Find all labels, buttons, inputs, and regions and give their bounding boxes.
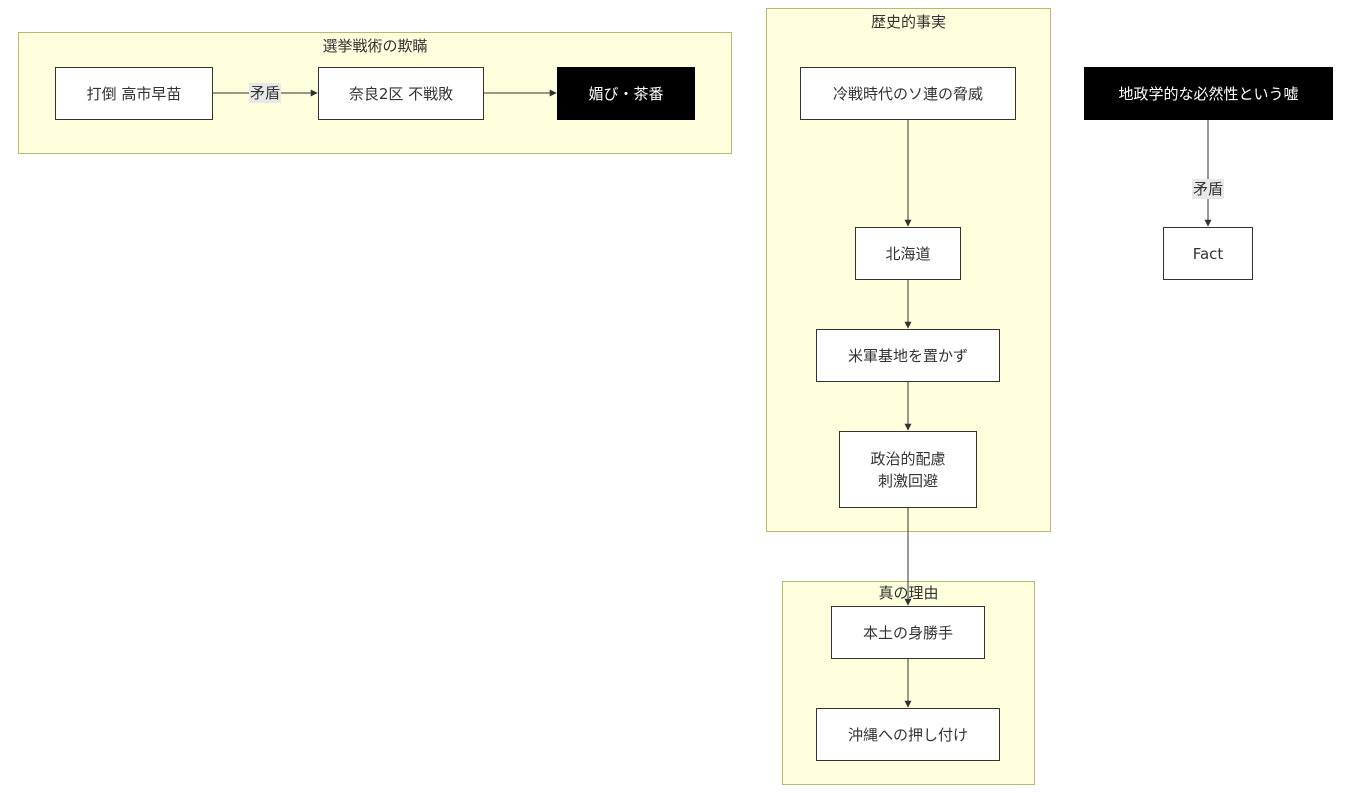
node-nara2-forfeit: 奈良2区 不戦敗 <box>318 67 484 120</box>
node-soviet-threat: 冷戦時代のソ連の脅威 <box>800 67 1016 120</box>
cluster-title-election: 選挙戦術の欺瞞 <box>322 37 428 55</box>
edge-label-contradiction-1: 矛盾 <box>249 83 282 103</box>
node-mainland-selfish: 本土の身勝手 <box>831 606 985 659</box>
node-flattery-farce: 媚び・茶番 <box>557 67 695 120</box>
node-okinawa-burden: 沖縄への押し付け <box>816 708 1000 761</box>
edge-label-contradiction-2: 矛盾 <box>1192 179 1225 199</box>
node-hokkaido: 北海道 <box>855 227 961 280</box>
node-political-consideration: 政治的配慮 刺激回避 <box>839 431 977 508</box>
cluster-title-history: 歴史的事実 <box>870 13 946 31</box>
node-defeat-takaichi: 打倒 高市早苗 <box>55 67 213 120</box>
node-no-us-base: 米軍基地を置かず <box>816 329 1000 382</box>
node-geopolitical-lie: 地政学的な必然性という嘘 <box>1084 67 1333 120</box>
node-fact: Fact <box>1163 227 1253 280</box>
